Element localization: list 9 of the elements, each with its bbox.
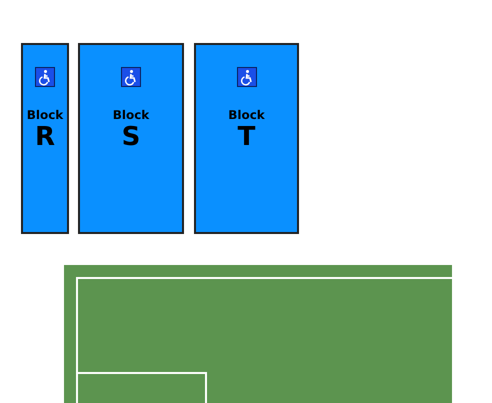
block-label: Block bbox=[112, 108, 150, 122]
seating-block bbox=[78, 43, 184, 234]
seating-block bbox=[21, 43, 69, 234]
block-letter: T bbox=[238, 122, 256, 152]
block-letter: S bbox=[122, 122, 140, 152]
seating-block bbox=[194, 43, 299, 234]
block-label: Block bbox=[26, 108, 64, 122]
block-letter: R bbox=[34, 122, 56, 152]
block-label: Block bbox=[228, 108, 265, 122]
